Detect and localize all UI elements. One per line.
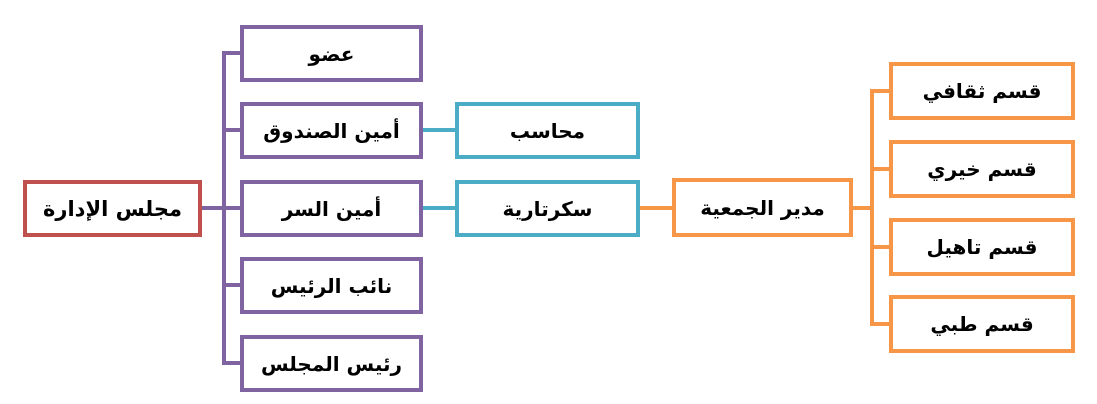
node-label: مجلس الإدارة [42,196,182,221]
connector-treasurer-accountant [421,128,457,132]
node-dept-charity: قسم خيري [889,140,1075,198]
node-council-president: رئيس المجلس [240,335,423,392]
node-label: نائب الرئيس [270,273,393,298]
node-dept-rehabilitation: قسم تاهيل [889,218,1075,276]
node-label: محاسب [509,118,586,143]
node-label: عضو [308,41,355,66]
connector-board-vice-president [222,283,242,287]
connector-board-treasurer [222,128,242,132]
connector-board-member [222,51,242,55]
node-secretariat: سكرتارية [455,180,640,237]
node-label: قسم طبي [930,312,1034,336]
node-member: عضو [240,25,423,82]
connector-board-president [222,361,242,365]
connector-dept-cultural [870,89,891,93]
connector-dept-charity [870,167,891,171]
node-accountant: محاسب [455,102,640,159]
node-secretary: أمين السر [240,180,423,237]
node-label: قسم تاهيل [926,235,1038,259]
node-label: رئيس المجلس [260,351,403,376]
node-board-of-directors: مجلس الإدارة [23,180,202,237]
connector-dept-trunk [870,89,874,326]
node-label: أمين الصندوق [263,118,400,143]
connector-manager-to-trunk [851,206,874,210]
connector-root-to-trunk [202,206,242,210]
node-association-manager: مدير الجمعية [672,178,853,237]
connector-dept-medical [870,322,891,326]
node-treasurer: أمين الصندوق [240,102,423,159]
node-label: قسم خيري [927,157,1037,181]
connector-secretariat-manager [638,206,674,210]
connector-dept-rehabilitation [870,245,891,249]
node-vice-president: نائب الرئيس [240,257,423,314]
node-dept-cultural: قسم ثقافي [889,62,1075,120]
node-label: قسم ثقافي [922,79,1042,103]
node-dept-medical: قسم طبي [889,295,1075,353]
node-label: سكرتارية [502,196,593,221]
connector-secretary-secretariat [421,206,457,210]
node-label: أمين السر [281,196,382,221]
node-label: مدير الجمعية [700,195,825,220]
